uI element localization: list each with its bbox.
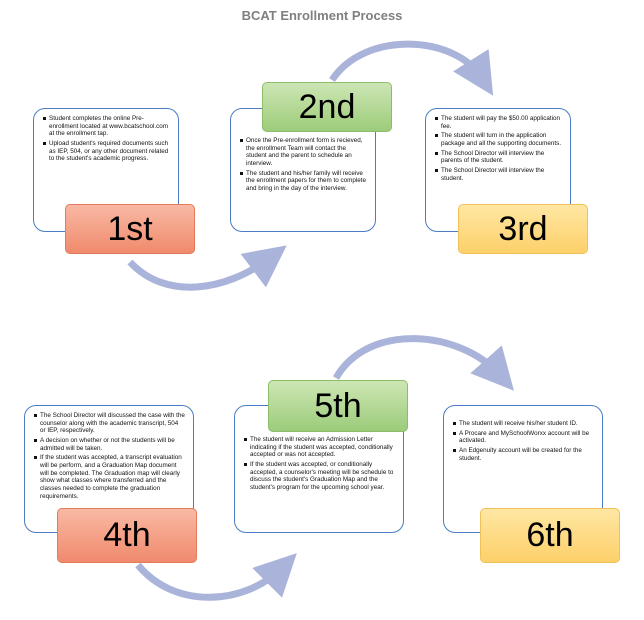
arrow-4-to-5 (135, 553, 297, 601)
step-1-item: Student completes the online Pre-enrollm… (43, 115, 168, 138)
step-3-item: The School Director will interview the p… (435, 150, 562, 165)
step-5-item: If the student was accepted, or conditio… (244, 461, 394, 492)
step-3-item: The student will pay the $50.00 applicat… (435, 115, 561, 130)
arrow-2-to-3 (329, 40, 494, 96)
step-5-badge: 5th (268, 380, 408, 432)
step-6-item: A Procare and MySchoolWorxx account will… (453, 430, 594, 445)
step-4-item: If the student was accepted, a transcrip… (34, 454, 185, 500)
step-5-item: The student will receive an Admission Le… (244, 436, 395, 459)
step-4-badge: 4th (57, 508, 197, 563)
step-2-item: The student and his/her family will rece… (240, 169, 367, 193)
arrow-5-to-6 (332, 335, 514, 391)
step-2-item: Once the Pre-enrollment form is recieved… (240, 137, 367, 168)
step-6-item: The student will receive his/her student… (453, 420, 594, 428)
step-1-item: Upload student's required documents such… (43, 140, 169, 163)
step-3-item: The student will turn in the application… (435, 132, 562, 148)
step-3-badge: 3rd (458, 204, 588, 254)
step-3-item: The School Director will interview the s… (435, 167, 562, 182)
step-6-item: An Edgenuity account will be created for… (453, 447, 594, 462)
step-4-item: The School Director will discussed the c… (34, 412, 185, 435)
step-4-item: A decision on whether or not the student… (34, 437, 185, 452)
step-2-badge: 2nd (262, 82, 392, 132)
page-title: BCAT Enrollment Process (241, 8, 403, 23)
step-1-badge: 1st (65, 204, 195, 254)
arrow-1-to-2 (127, 245, 287, 291)
step-6-badge: 6th (480, 508, 620, 563)
